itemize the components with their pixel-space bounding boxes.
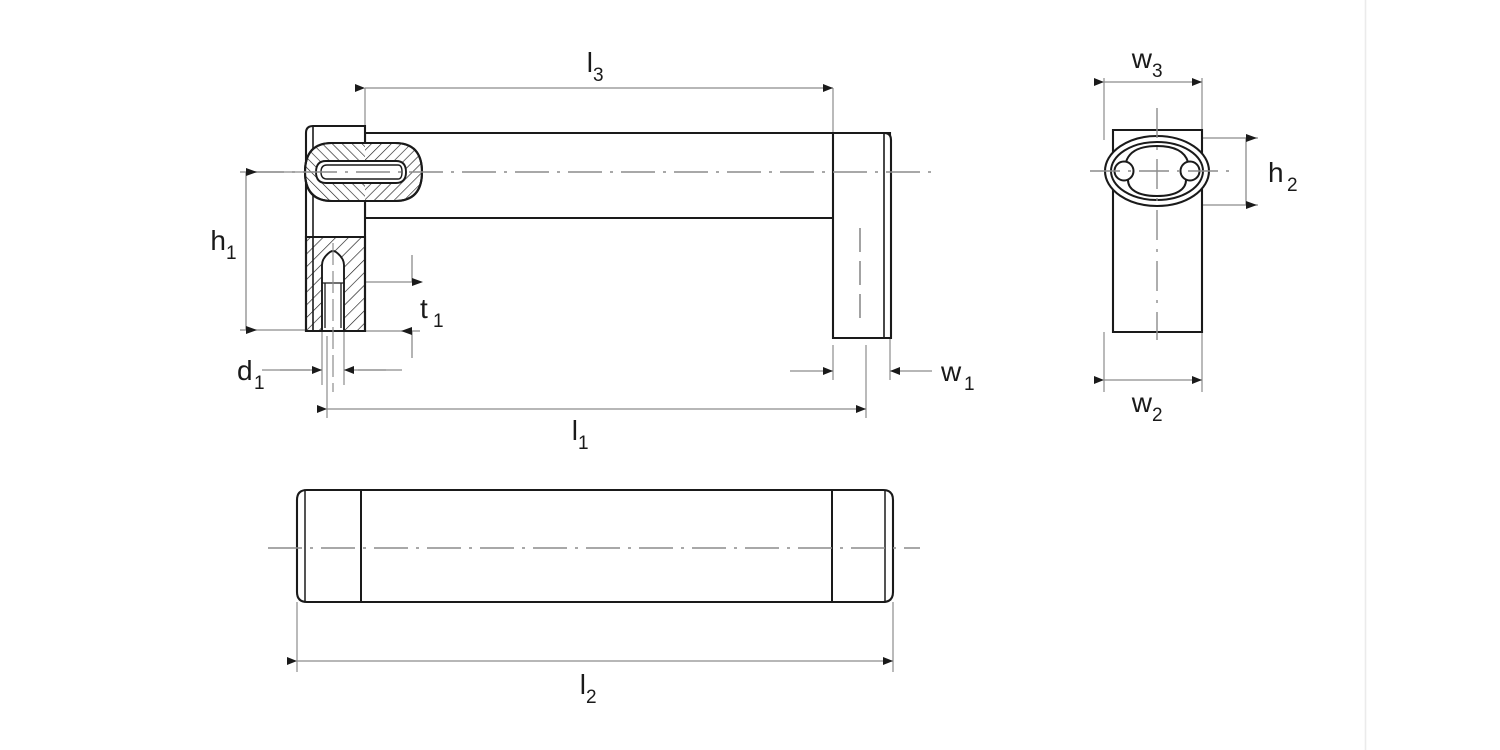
right-leg-bracket	[831, 131, 893, 340]
view-side-elevation: w 3 w 2 h 2	[1090, 43, 1298, 426]
handle-tube-body	[363, 131, 892, 220]
dimension-h2: h 2	[1245, 134, 1298, 209]
dimension-w2-label: w	[1131, 387, 1153, 418]
dimension-w2-subscript: 2	[1152, 405, 1163, 426]
dimension-h2-subscript: 2	[1287, 175, 1298, 196]
dimension-l3-subscript: 3	[593, 65, 604, 86]
dimension-l3-label: l	[587, 47, 593, 78]
side-centrelines	[1090, 108, 1232, 340]
dimension-t1-subscript: 1	[433, 311, 444, 332]
dimension-d1-label: d	[237, 355, 253, 386]
dimension-w1-label: w	[940, 356, 962, 387]
view-front-elevation: l 3 l 1 h 1 t 1	[210, 47, 974, 454]
dimension-w1: w 1	[790, 356, 975, 395]
dimension-l1-subscript: 1	[578, 433, 589, 454]
dimension-w3: w 3	[1094, 43, 1202, 86]
dimension-l1-label: l	[572, 415, 578, 446]
dimension-l2-label: l	[580, 669, 586, 700]
plan-tube-body	[295, 488, 895, 604]
dimension-d1: d 1	[237, 355, 386, 394]
dimension-h1-label: h	[210, 225, 226, 256]
dimension-w2: w 2	[1094, 376, 1202, 426]
dimension-l1: l 1	[317, 405, 866, 454]
dimension-w3-label: w	[1131, 43, 1153, 74]
dimension-l3: l 3	[355, 47, 833, 92]
dimension-w1-subscript: 1	[964, 374, 975, 395]
dimension-l2-subscript: 2	[586, 687, 597, 708]
dimension-h2-label: h	[1268, 157, 1284, 188]
dimension-t1-label: t	[420, 293, 428, 324]
dimension-h1-subscript: 1	[226, 243, 237, 264]
dimension-d1-subscript: 1	[254, 373, 265, 394]
dimension-t1: t 1	[401, 255, 444, 358]
dimension-h1: h 1	[210, 168, 257, 334]
dimension-w3-subscript: 3	[1152, 61, 1163, 82]
view-plan-tube: l 2	[268, 488, 920, 708]
dimension-l2: l 2	[287, 657, 893, 708]
